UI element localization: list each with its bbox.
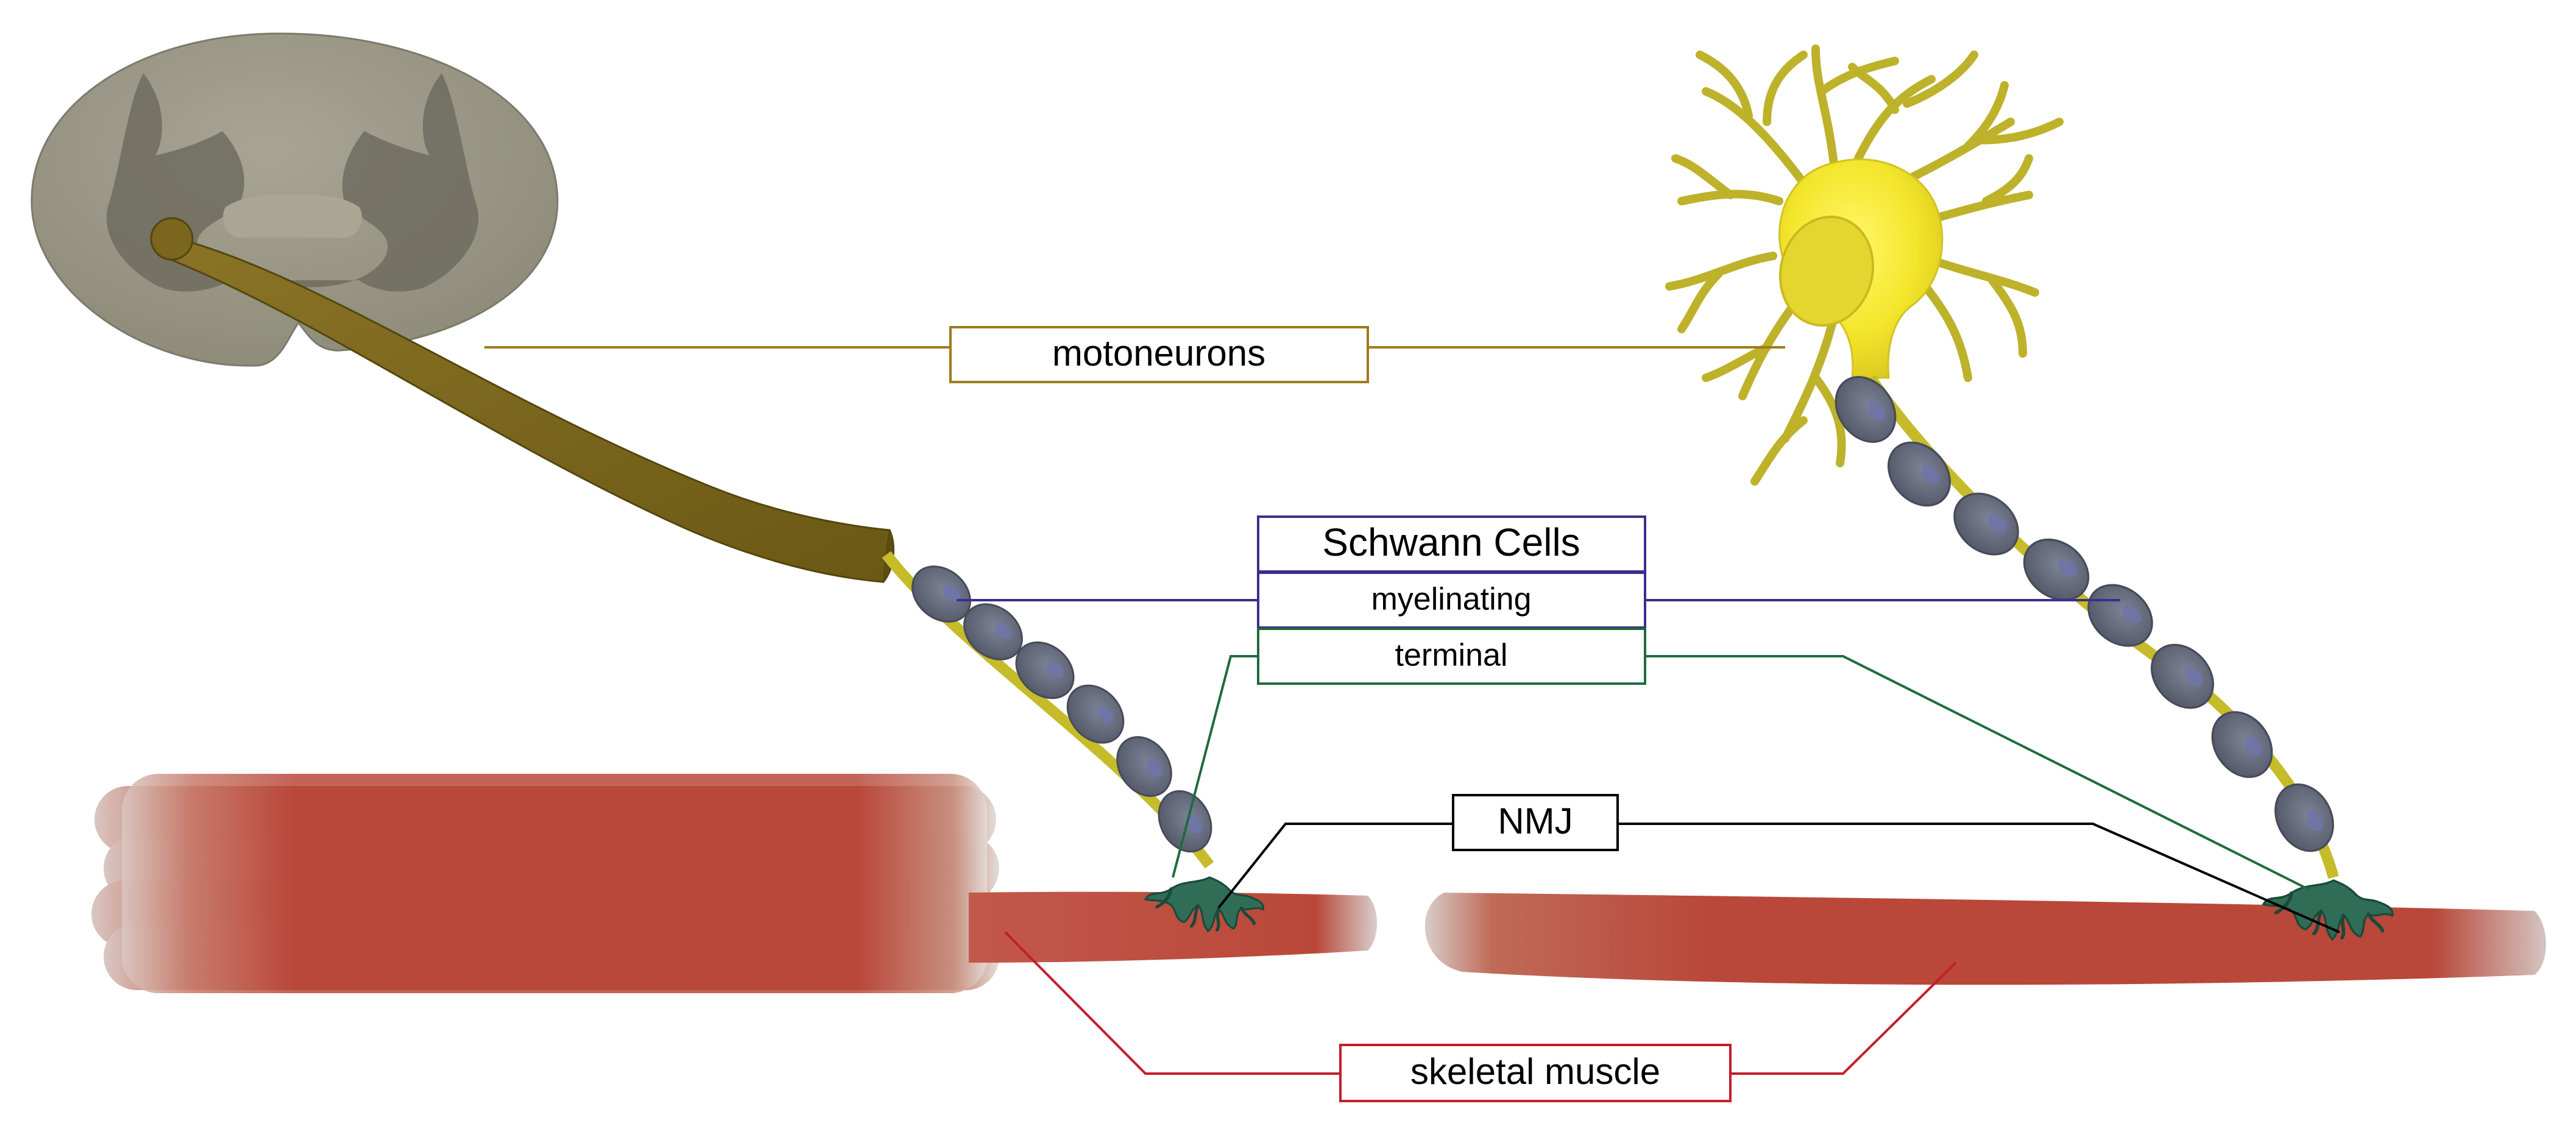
schwann-cell-icon [1822,364,2346,862]
spinal-cord-cross-section-icon [30,32,559,367]
muscle-leader-right [1730,961,1957,1075]
terminal-leader-right [1645,655,2310,891]
left-myelinated-axon [882,551,1263,931]
motoneuron-cell-icon [1665,44,2064,486]
terminal-label: terminal [1395,638,1508,673]
schwann-cells-title: Schwann Cells [1322,520,1580,564]
schwann-cells-label: Schwann Cells myelinating terminal [1257,515,1646,685]
right-myelinated-axon [1822,364,2393,940]
nmj-leader-right [1618,823,2340,933]
motoneurons-label: motoneurons [949,326,1369,383]
myelinating-label: myelinating [1371,582,1531,617]
nmj-label-text: NMJ [1498,801,1573,841]
skeletal-muscle-label-text: skeletal muscle [1410,1051,1660,1092]
nmj-leader-left [1217,823,1453,909]
nmj-label: NMJ [1452,794,1619,851]
terminal-leader-left [1172,655,1258,878]
skeletal-muscle-label: skeletal muscle [1339,1044,1732,1102]
leader-lines [484,346,2340,1075]
motoneurons-label-text: motoneurons [1052,333,1265,374]
muscle-leader-left [1004,931,1340,1075]
muscle-fiber-icon [91,774,2546,993]
